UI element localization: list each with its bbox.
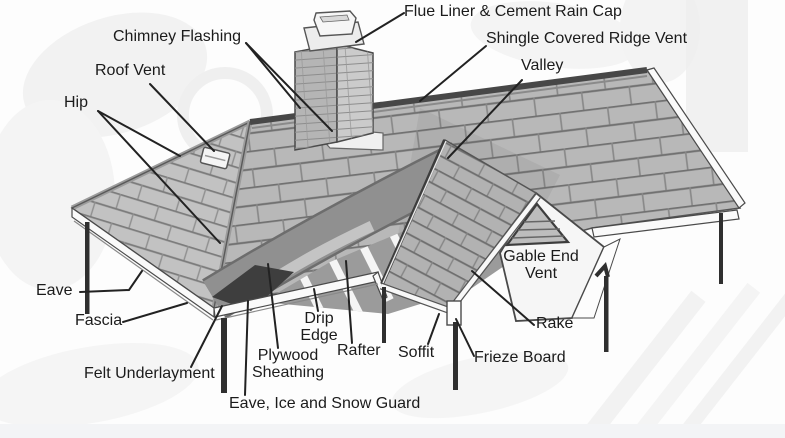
leader-flue-liner (355, 12, 405, 43)
leader-chimney-flashing-1 (245, 42, 301, 109)
leader-plywood-sheathing (267, 263, 279, 349)
label-felt-underlayment: Felt Underlayment (84, 365, 215, 382)
label-rake: Rake (536, 315, 574, 332)
label-gable-end-vent: Gable End Vent (503, 248, 579, 282)
leader-hip-1 (97, 110, 181, 157)
leader-hip-2 (97, 110, 221, 244)
label-rafter: Rafter (337, 342, 381, 359)
label-valley: Valley (521, 57, 564, 74)
rake-edge-right (646, 67, 746, 209)
leader-valley (447, 79, 523, 159)
gable-vent-louver (504, 202, 571, 247)
flue-liner-box (313, 10, 357, 37)
leader-ridge-vent (419, 45, 487, 102)
leader-felt-underlayment (190, 305, 223, 368)
rake-board (449, 194, 540, 311)
leader-ice-snow-guard (244, 300, 249, 396)
frieze-board (446, 300, 462, 326)
drip-edge-line-front (215, 283, 379, 321)
label-chimney-flashing: Chimney Flashing (113, 28, 242, 45)
label-fascia: Fascia (75, 312, 123, 329)
leader-fascia (122, 302, 188, 323)
leader-lines (79, 12, 535, 396)
fascia-trim (71, 67, 746, 319)
label-roof-vent: Roof Vent (95, 62, 166, 79)
leader-roof-vent (149, 83, 215, 152)
gable-eave-band (380, 283, 449, 313)
label-plywood-sheathing: Plywood Sheathing (251, 347, 325, 381)
drip-edge-line-left (73, 220, 214, 321)
footer-strip (0, 424, 785, 438)
label-drip-edge: Drip Edge (300, 310, 338, 344)
leader-chimney-flashing-2 (245, 42, 333, 132)
chimney (294, 10, 384, 151)
leader-rafter (345, 260, 353, 344)
hip-roof-slope (70, 119, 253, 310)
leader-frieze-board (455, 318, 475, 357)
label-ridge-vent: Shingle Covered Ridge Vent (486, 30, 688, 47)
label-eave: Eave (36, 282, 73, 299)
leader-drip-edge (313, 288, 319, 312)
label-flue-liner: Flue Liner & Cement Rain Cap (404, 3, 622, 20)
gable-right-trim (571, 238, 621, 319)
porch-posts (85, 213, 723, 393)
ice-snow-guard-membrane (212, 265, 294, 311)
label-hip: Hip (64, 94, 89, 111)
leader-rake (471, 270, 535, 326)
leader-eave (79, 270, 143, 293)
roof-vent-patch (199, 146, 231, 170)
label-frieze-board: Frieze Board (474, 349, 566, 366)
valley-flashing (382, 140, 447, 284)
leader-soffit (427, 313, 440, 345)
cross-gable (379, 138, 621, 326)
label-ice-snow-guard: Eave, Ice and Snow Guard (229, 395, 421, 412)
label-soffit: Soffit (398, 344, 435, 361)
